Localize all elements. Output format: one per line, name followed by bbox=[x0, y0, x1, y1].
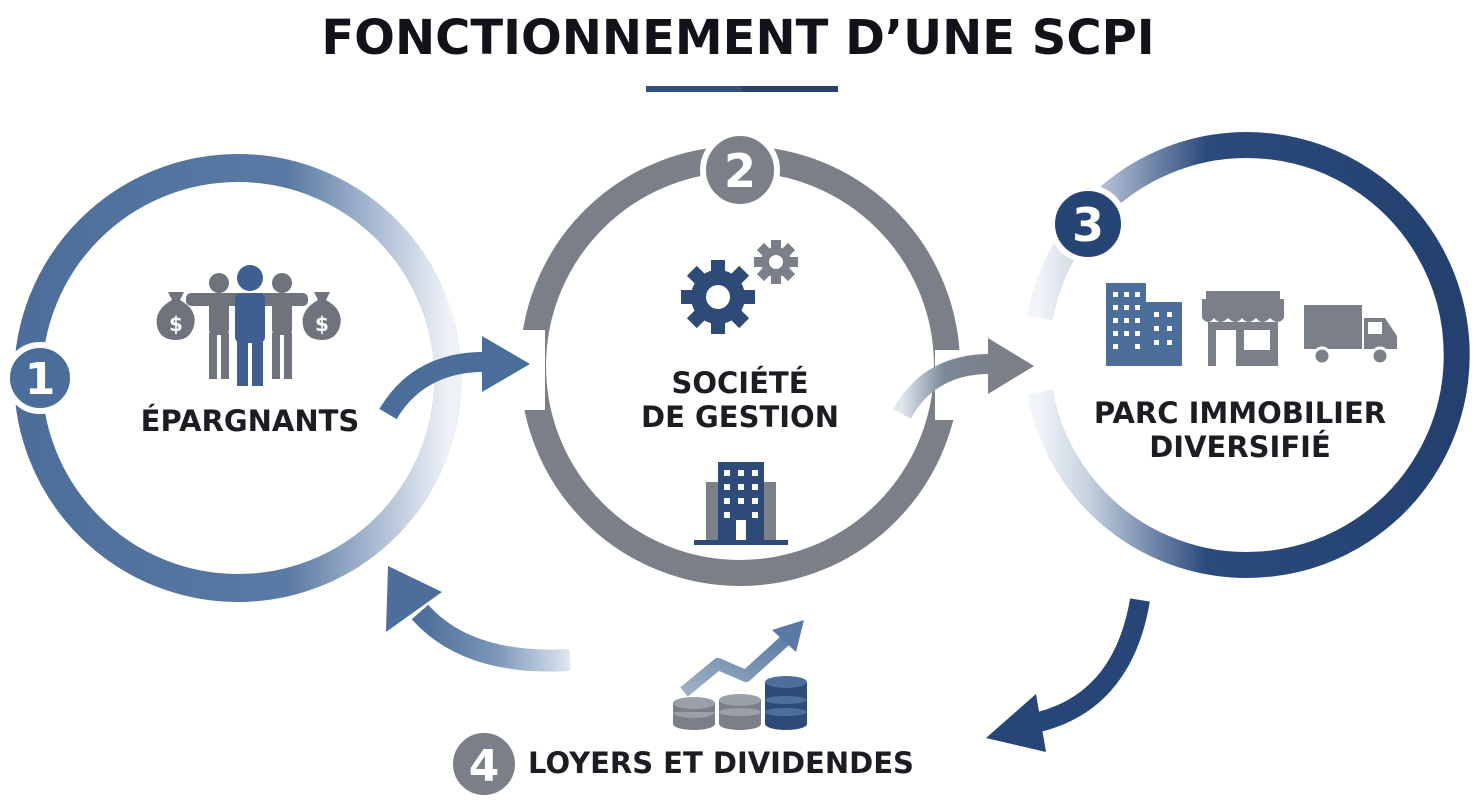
building-icon bbox=[1106, 283, 1182, 366]
office-building-icon bbox=[694, 462, 788, 545]
truck-icon bbox=[1304, 305, 1397, 366]
savers-with-money-bags-icon: $ $ bbox=[156, 265, 341, 386]
step2-badge bbox=[700, 130, 780, 210]
growth-arrow-icon bbox=[680, 620, 804, 697]
step3-group: 3 bbox=[1027, 132, 1470, 578]
step2-label: SOCIÉTÉ DE GESTION bbox=[641, 366, 839, 435]
title-underline bbox=[646, 86, 838, 92]
step4-number: 4 bbox=[469, 741, 500, 792]
arrow-step2-to-step3 bbox=[893, 338, 1034, 420]
svg-text:$: $ bbox=[169, 312, 183, 336]
arrow-step1-to-step2 bbox=[379, 336, 530, 420]
step1-number: 1 bbox=[25, 354, 56, 405]
arrow-step4-to-step1 bbox=[386, 566, 571, 672]
step2-group: 2 bbox=[505, 130, 975, 586]
step1-group: 1 $ bbox=[4, 154, 462, 602]
coin-stacks-icon bbox=[673, 676, 807, 730]
arrow-step3-to-step4 bbox=[986, 598, 1150, 752]
shop-icon bbox=[1202, 291, 1284, 366]
page-title: FONCTIONNEMENT D’UNE SCPI bbox=[321, 10, 1155, 66]
step1-badge bbox=[4, 342, 76, 414]
step4-badge bbox=[447, 727, 521, 801]
step3-label: PARC IMMOBILIER DIVERSIFIÉ bbox=[1093, 396, 1387, 465]
step3-badge bbox=[1049, 185, 1127, 263]
gears-icon bbox=[681, 240, 798, 334]
svg-text:$: $ bbox=[315, 312, 329, 336]
step2-number: 2 bbox=[724, 144, 756, 198]
step3-number: 3 bbox=[1072, 198, 1104, 252]
step4-label: LOYERS ET DIVIDENDES bbox=[528, 746, 914, 780]
step3-ring bbox=[1027, 132, 1470, 578]
step1-label: ÉPARGNANTS bbox=[140, 404, 360, 438]
